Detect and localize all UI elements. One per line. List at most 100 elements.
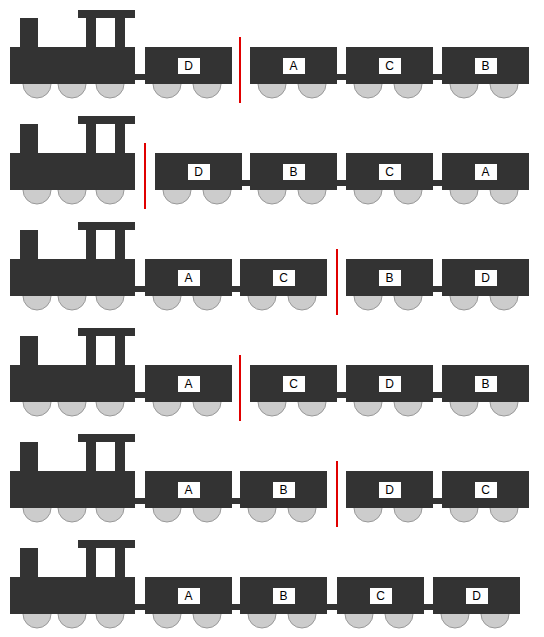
locomotive <box>10 10 146 98</box>
locomotive <box>10 328 146 416</box>
wagon: A <box>145 577 232 614</box>
wagon: A <box>250 47 337 84</box>
locomotive <box>10 116 135 204</box>
cab-post <box>86 228 96 260</box>
locomotive <box>10 434 146 522</box>
wagon: D <box>145 47 232 84</box>
wagon-label: C <box>273 270 295 286</box>
cab-post <box>115 546 125 578</box>
wagon-label: A <box>178 482 200 498</box>
wagon-label: B <box>475 58 497 74</box>
split-marker <box>336 249 338 315</box>
wagon-label: D <box>475 270 497 286</box>
wagon: C <box>346 153 433 190</box>
wagon: B <box>250 153 337 190</box>
cab-post <box>86 334 96 366</box>
cab-roof <box>78 116 135 124</box>
wagon: B <box>240 577 327 614</box>
cab-roof <box>78 540 135 548</box>
chimney <box>20 230 38 260</box>
coupling-bar <box>232 286 240 292</box>
wagon-label: D <box>379 376 401 392</box>
wagon-label: C <box>475 482 497 498</box>
wagon: D <box>155 153 242 190</box>
split-marker <box>239 37 241 103</box>
locomotive <box>10 222 146 310</box>
coupling-bar <box>433 286 442 292</box>
wagon-label: C <box>379 58 401 74</box>
wagon: C <box>240 259 327 296</box>
chimney <box>20 18 38 48</box>
coupling-bar <box>232 604 240 610</box>
wagon-label: C <box>370 588 392 604</box>
cab-roof <box>78 434 135 442</box>
loco-body <box>10 365 135 402</box>
wagon-label: C <box>379 164 401 180</box>
wagon: C <box>346 47 433 84</box>
cab-post <box>115 334 125 366</box>
wagon-label: A <box>178 376 200 392</box>
wagon-label: C <box>283 376 305 392</box>
coupling-bar <box>433 180 442 186</box>
wagon-label: D <box>178 58 200 74</box>
cab-roof <box>78 328 135 336</box>
wagon-label: A <box>283 58 305 74</box>
coupling-bar <box>337 74 346 80</box>
loco-body <box>10 259 135 296</box>
wagon: D <box>433 577 520 614</box>
chimney <box>20 548 38 578</box>
loco-body <box>10 47 135 84</box>
wagon-label: B <box>379 270 401 286</box>
wagon-label: D <box>466 588 488 604</box>
loco-body <box>10 577 135 614</box>
wagon: B <box>442 47 529 84</box>
coupling-bar <box>232 498 240 504</box>
coupling-bar <box>433 74 442 80</box>
cab-post <box>115 16 125 48</box>
split-marker <box>239 355 241 421</box>
wagon: C <box>250 365 337 402</box>
wagon: B <box>346 259 433 296</box>
wagon-label: B <box>273 588 295 604</box>
wagon: A <box>145 471 232 508</box>
coupling-bar <box>424 604 433 610</box>
wagon: A <box>145 365 232 402</box>
wagon-label: B <box>475 376 497 392</box>
wagon-label: B <box>283 164 305 180</box>
split-marker <box>144 143 146 209</box>
chimney <box>20 442 38 472</box>
loco-body <box>10 153 135 190</box>
wagon: A <box>145 259 232 296</box>
wagon: D <box>346 471 433 508</box>
coupling-bar <box>433 392 442 398</box>
wagon: B <box>240 471 327 508</box>
cab-post <box>86 122 96 154</box>
cab-post <box>115 122 125 154</box>
cab-roof <box>78 222 135 230</box>
wagon-label: D <box>379 482 401 498</box>
chimney <box>20 124 38 154</box>
wagon-label: A <box>178 588 200 604</box>
cab-post <box>115 228 125 260</box>
coupling-bar <box>337 392 346 398</box>
split-marker <box>336 461 338 527</box>
locomotive <box>10 540 146 628</box>
coupling-bar <box>433 498 442 504</box>
cab-post <box>86 16 96 48</box>
wagon: C <box>337 577 424 614</box>
cab-roof <box>78 10 135 18</box>
wagon-label: D <box>188 164 210 180</box>
wagon: A <box>442 153 529 190</box>
wagon: D <box>442 259 529 296</box>
coupling-bar <box>337 180 346 186</box>
wagon-label: A <box>475 164 497 180</box>
loco-body <box>10 471 135 508</box>
coupling-bar <box>327 604 337 610</box>
coupling-bar <box>242 180 250 186</box>
cab-post <box>115 440 125 472</box>
wagon-label: B <box>273 482 295 498</box>
wagon: C <box>442 471 529 508</box>
wagon: B <box>442 365 529 402</box>
